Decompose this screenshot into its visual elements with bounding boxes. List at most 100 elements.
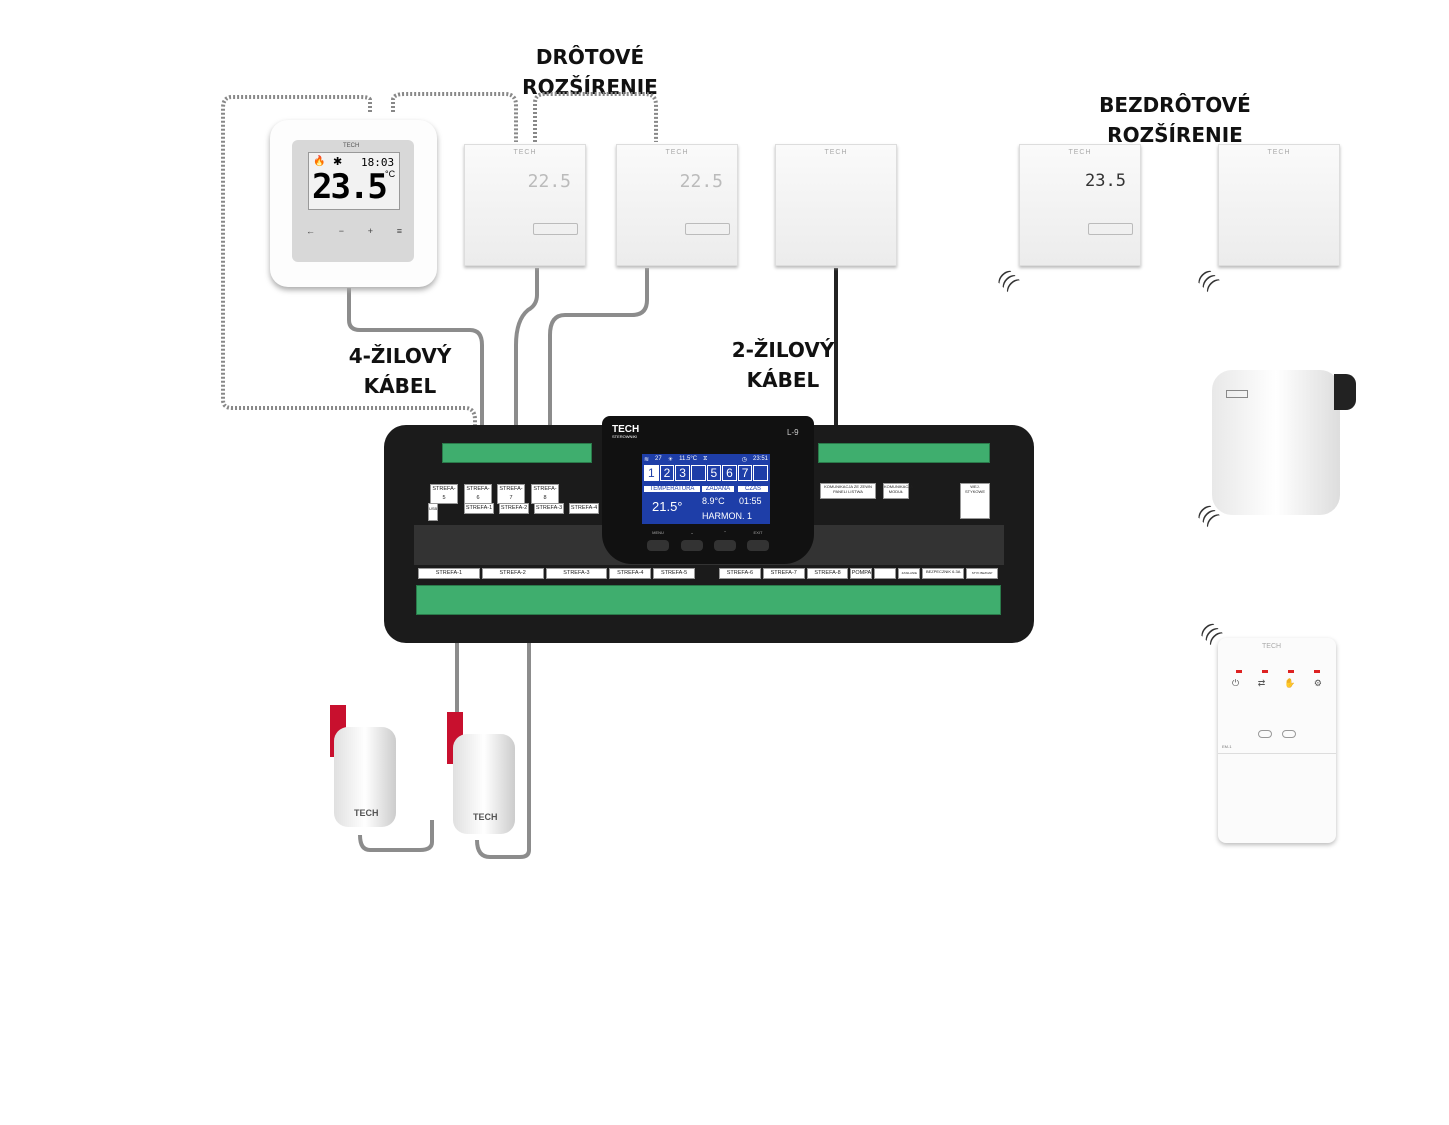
- bottom-label-strip: STREFA-1 STREFA-2 STREFA-3 STREFA-4 STRE…: [418, 568, 998, 579]
- clock-icon: ◷: [741, 457, 747, 463]
- top-label: STREFA-3: [534, 503, 564, 514]
- set-value: 8.9°C: [702, 496, 725, 506]
- time-value: 01:55: [739, 496, 762, 506]
- brand: TECH: [343, 143, 360, 149]
- bottom-label: ZASILANIE: [898, 568, 921, 579]
- right-label: KOMUNIKACJA ZE ZEWN PANELI LISTWA: [820, 483, 876, 499]
- top-label: STREFA-8: [531, 484, 559, 504]
- unit: °C: [385, 169, 396, 179]
- bottom-label: STREFA-5: [653, 568, 696, 579]
- hand-icon: ✋: [1284, 678, 1296, 688]
- manual-button[interactable]: [1258, 730, 1272, 738]
- bottom-label: STREFA-3: [545, 568, 608, 579]
- cable-4-line2: KÁBEL: [363, 374, 437, 398]
- signal: 27: [655, 456, 662, 462]
- brand: TECH: [1068, 149, 1092, 156]
- time: 18:03: [361, 156, 395, 169]
- top-label: STREFA-1: [464, 503, 494, 514]
- menu-key-label: MENU: [652, 530, 664, 535]
- cable-2-line2: KÁBEL: [746, 368, 820, 392]
- outdoor-temp: 11.5°C: [679, 456, 698, 462]
- temperature: 22.5: [527, 171, 571, 192]
- temperature: 22.5: [679, 171, 723, 192]
- menu-button[interactable]: ≡: [396, 226, 402, 236]
- down-button[interactable]: [681, 540, 703, 551]
- back-button[interactable]: ←: [306, 226, 315, 236]
- wireless-repeater: TECH ⏻ ⇄ ✋ ⚙ EM-1: [1218, 638, 1336, 843]
- zone: 5: [706, 465, 722, 481]
- brand: TECH: [354, 808, 379, 818]
- brand: TECH: [1267, 149, 1291, 156]
- actuator-1: TECH: [330, 705, 396, 827]
- brand: TECH: [473, 812, 498, 822]
- status-leds: [1236, 670, 1320, 673]
- wireless-thermostat-2: TECH: [1218, 144, 1340, 266]
- brand: TECH: [1262, 643, 1282, 650]
- clock: 23:51: [752, 456, 768, 462]
- schedule: HARMON. 1: [702, 511, 753, 521]
- buttons[interactable]: [1088, 223, 1133, 235]
- actuator-2: TECH: [447, 712, 515, 834]
- brand: TECH: [665, 149, 689, 156]
- buttons[interactable]: [533, 223, 578, 235]
- model: L-9: [787, 428, 799, 437]
- wireless-extension-heading: BEZDRÔTOVÉ ROZŠÍRENIE: [1099, 93, 1251, 147]
- plus-button[interactable]: +: [367, 226, 373, 236]
- temperature: 23.5: [1085, 171, 1126, 191]
- wireless-thermostat-1: TECH 23.5: [1019, 144, 1141, 266]
- top-label: STREFA-2: [499, 503, 529, 514]
- cable-4-line1: 4-ŽILOVÝ: [348, 344, 452, 368]
- up-button[interactable]: [714, 540, 736, 551]
- top-label: STREFA-4: [569, 503, 599, 514]
- bottom-label: STREFA-6: [718, 568, 761, 579]
- exit-button[interactable]: [747, 540, 769, 551]
- top-right-terminals: [818, 443, 990, 463]
- wired-thermostat-3: TECH: [775, 144, 897, 266]
- top-left-terminals: [442, 443, 592, 463]
- wired-thermostat-2: TECH 22.5: [616, 144, 738, 266]
- valve-icon: ⧖: [703, 456, 708, 462]
- wired-thermostat-1: TECH 22.5: [464, 144, 586, 266]
- up-key-label: ⌃: [723, 530, 727, 535]
- set-label: ZADANA: [702, 486, 734, 492]
- brand: TECH: [513, 149, 537, 156]
- lcd-screen: ≋27 ☀11.5°C ⧖ ◷23:51 1 2 3 5 6 7 TEMPERA…: [642, 454, 770, 524]
- zone: [690, 465, 706, 481]
- bottom-label: STYK BEZNAP: [966, 568, 998, 579]
- cable-2-line1: 2-ŽILOVÝ: [731, 338, 835, 362]
- model-label: EM-1: [1222, 744, 1232, 749]
- snowflake-icon: ✱: [333, 156, 343, 168]
- top-label: STREFA-5: [430, 484, 458, 504]
- buttons[interactable]: [685, 223, 730, 235]
- weather-icon: ☀: [667, 457, 674, 463]
- brand-sub: STEROWNIKI: [612, 434, 638, 439]
- exit-key-label: EXIT: [753, 530, 763, 535]
- cable-2-label: 2-ŽILOVÝ KÁBEL: [728, 335, 838, 395]
- top-label: STREFA-7: [497, 484, 525, 504]
- dashed-bus-wires: [221, 92, 658, 440]
- minus-button[interactable]: −: [338, 226, 344, 236]
- power-icon: ⏻: [1232, 678, 1240, 688]
- pair-button[interactable]: [1282, 730, 1296, 738]
- brand: TECH: [824, 149, 848, 156]
- zone: [753, 465, 768, 481]
- right-label: KOMUNIKACJA MODUŁ: [883, 483, 913, 499]
- menu-button[interactable]: [647, 540, 669, 551]
- temp-value: 21.5°: [652, 499, 683, 514]
- top-label: STREFA-6: [464, 484, 492, 504]
- zone: 3: [675, 465, 690, 481]
- bottom-label: STREFA-2: [481, 568, 544, 579]
- thermostat-lcd: TECH 🔥 ✱ 18:03 23.5 °C: [308, 143, 400, 210]
- bottom-label: STREFA-8: [806, 568, 849, 579]
- zone: 6: [722, 465, 737, 481]
- bottom-label: STREFA-7: [762, 568, 805, 579]
- down-key-label: ⌄: [690, 530, 694, 535]
- transfer-icon: ⇄: [1257, 678, 1266, 688]
- bottom-label: STREFA-1: [418, 568, 480, 579]
- temp-label: TEMPERATURA: [644, 486, 700, 492]
- settings-icon: ⚙: [1313, 678, 1322, 688]
- usb-port[interactable]: USB: [428, 503, 438, 521]
- zone: 7: [737, 465, 753, 481]
- right-label: WEJ. STYKOWE: [960, 483, 990, 519]
- zone: 1: [644, 465, 659, 481]
